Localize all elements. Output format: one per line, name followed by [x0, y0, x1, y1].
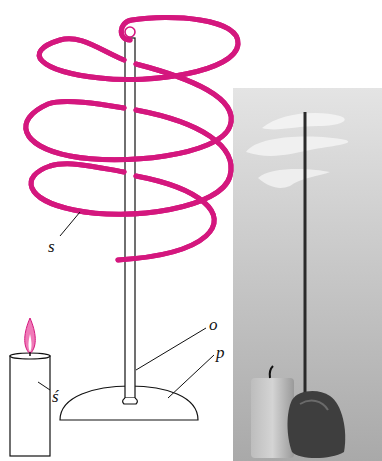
part-label: ś — [52, 388, 59, 405]
leader-lines — [38, 212, 214, 398]
part-label: s — [48, 238, 55, 255]
spiral — [26, 18, 238, 260]
candle — [10, 318, 50, 456]
rod — [123, 38, 138, 404]
part-label: o — [209, 316, 218, 333]
photo — [233, 88, 382, 461]
part-label: p — [216, 344, 225, 361]
